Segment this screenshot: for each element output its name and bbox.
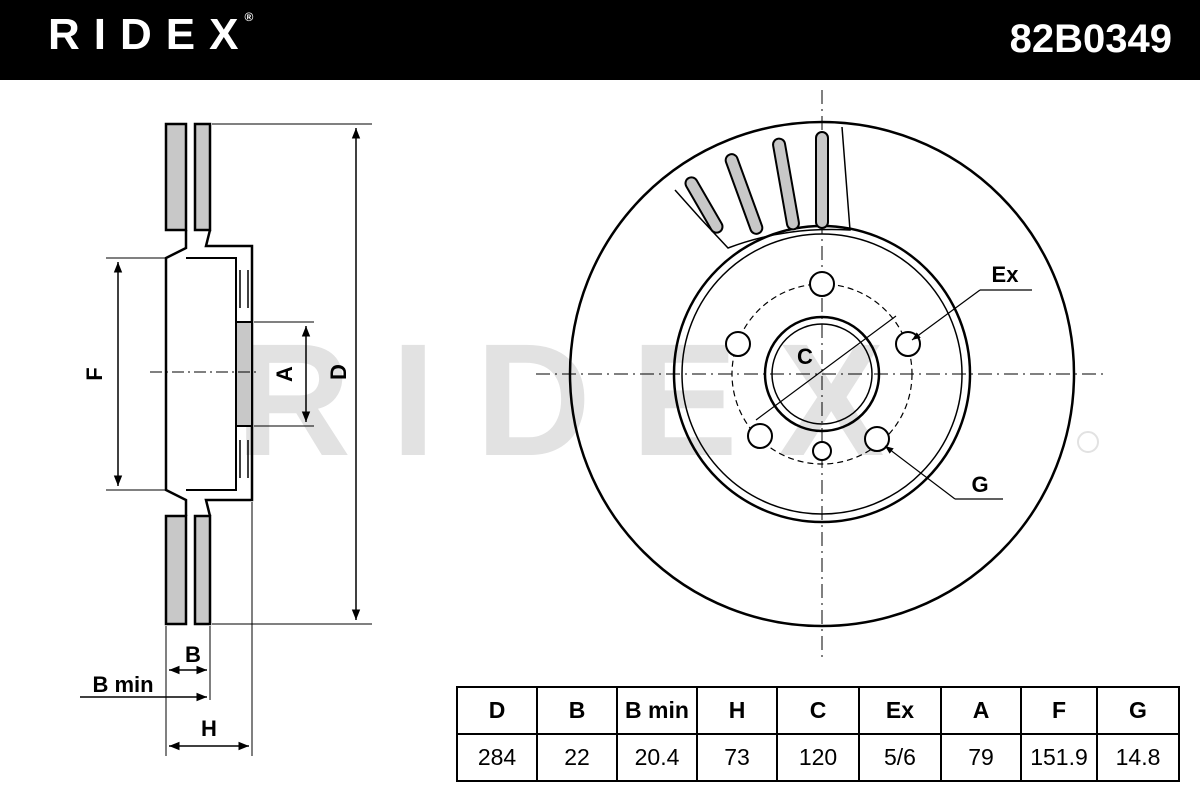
- front-view: C Ex G: [536, 90, 1108, 660]
- spec-table-values: 284 22 20.4 73 120 5/6 79 151.9 14.8: [456, 733, 1180, 782]
- inner-plate-lower: [193, 514, 212, 626]
- side-view: D A F B B min H: [80, 122, 372, 756]
- brand-name: RIDEX: [48, 10, 253, 59]
- label-g: G: [971, 472, 988, 497]
- value-cell: 20.4: [616, 733, 698, 782]
- spec-table-header: D B B min H C Ex A F G: [456, 686, 1180, 735]
- label-h: H: [201, 716, 217, 741]
- leader-c: [755, 315, 897, 421]
- value-cell: 79: [940, 733, 1022, 782]
- cooling-vane: [815, 131, 829, 229]
- hat-inner: [186, 257, 237, 491]
- bolt-hole: [864, 426, 890, 452]
- label-a: A: [272, 366, 297, 382]
- bolt-hole: [809, 271, 835, 297]
- value-cell: 5/6: [858, 733, 942, 782]
- label-b: B: [185, 642, 201, 667]
- locating-hole: [812, 441, 832, 461]
- technical-drawing: RIDEX D A F: [80, 90, 1108, 756]
- label-ex: Ex: [992, 262, 1020, 287]
- cooling-vane: [772, 137, 800, 231]
- watermark: RIDEX: [236, 310, 925, 489]
- header-bar: RIDEX® 82B0349: [0, 0, 1200, 80]
- label-c: C: [797, 344, 813, 369]
- leader-ex: [911, 289, 981, 341]
- bolt-hole: [747, 423, 773, 449]
- header-cell: B min: [616, 686, 698, 735]
- label-f: F: [82, 367, 107, 380]
- value-cell: 120: [776, 733, 860, 782]
- hat-inner-ring: [681, 233, 963, 515]
- spec-table: D B B min H C Ex A F G 284 22 20.4 73 12…: [456, 686, 1180, 782]
- value-cell: 14.8: [1096, 733, 1180, 782]
- inner-plate-upper: [193, 122, 212, 232]
- cooling-vane: [724, 153, 764, 235]
- label-d: D: [326, 364, 351, 380]
- watermark-reg-circle: [1077, 431, 1099, 453]
- cooling-vane: [684, 176, 724, 234]
- label-b-min: B min: [92, 672, 153, 697]
- header-cell: G: [1096, 686, 1180, 735]
- cutaway-outline: [674, 126, 851, 249]
- header-cell: Ex: [858, 686, 942, 735]
- value-cell: 73: [696, 733, 778, 782]
- value-cell: 284: [456, 733, 538, 782]
- header-cell: F: [1020, 686, 1098, 735]
- outer-plate-lower: [164, 514, 188, 626]
- part-number: 82B0349: [1009, 17, 1172, 61]
- header-cell: H: [696, 686, 778, 735]
- header-cell: D: [456, 686, 538, 735]
- header-cell: B: [536, 686, 618, 735]
- brand-logo: RIDEX®: [48, 10, 253, 60]
- value-cell: 22: [536, 733, 618, 782]
- outer-plate-upper: [164, 122, 188, 232]
- center-bore-inner: [771, 323, 873, 425]
- center-bore: [763, 315, 881, 433]
- registered-mark: ®: [244, 10, 254, 24]
- bolt-hole: [725, 331, 751, 357]
- bolt-hole: [895, 331, 921, 357]
- disc-outer-edge: [568, 120, 1076, 628]
- leader-g: [884, 445, 956, 500]
- header-cell: C: [776, 686, 860, 735]
- hub-face: [235, 321, 253, 427]
- value-cell: 151.9: [1020, 733, 1098, 782]
- header-cell: A: [940, 686, 1022, 735]
